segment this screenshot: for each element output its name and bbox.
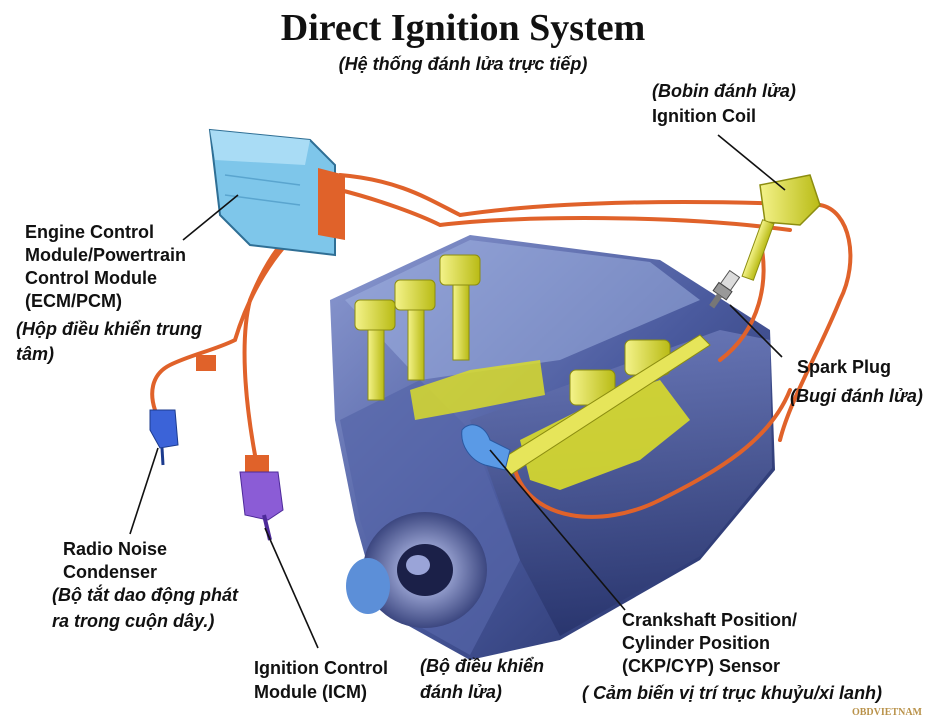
radio-noise-condenser-label-line-2: Condenser xyxy=(63,562,158,582)
ignition-coil-label: Ignition Coil xyxy=(652,106,756,126)
page-subtitle: (Hệ thống đánh lửa trực tiếp) xyxy=(338,54,588,74)
spark-plug-label-vi: (Bugi đánh lửa) xyxy=(790,386,923,406)
watermark: OBDVIETNAM xyxy=(851,707,922,718)
ecm-label-vi-line-2: tâm) xyxy=(16,344,55,364)
coil-pack-left-bank xyxy=(354,254,545,420)
icm-module-part xyxy=(239,455,284,541)
radio-noise-condenser-label-line-1: Radio Noise xyxy=(63,539,168,559)
ecm-module xyxy=(208,128,345,257)
ckp-sensor-label-line-2: Cylinder Position xyxy=(622,633,771,653)
page-title: Direct Ignition System xyxy=(280,7,646,49)
crank-pulley xyxy=(363,512,487,628)
oil-filter xyxy=(346,558,390,614)
radio-noise-condenser-label-vi-line-1: (Bộ tắt dao động phát xyxy=(52,585,238,605)
ecm-label-line-3: Control Module xyxy=(25,268,157,288)
radio-noise-condenser-part xyxy=(149,355,216,466)
icm-label-line-1: Ignition Control xyxy=(254,658,388,678)
ckp-sensor-label-line-1: Crankshaft Position/ xyxy=(622,610,798,630)
icm-label-vi-line-2: đánh lửa) xyxy=(420,682,502,702)
ecm-label-line-2: Module/Powertrain xyxy=(25,245,187,265)
icm-label-line-2: Module (ICM) xyxy=(254,682,367,702)
radio-noise-condenser-label-vi-line-2: ra trong cuộn dây.) xyxy=(52,611,215,631)
spark-plug-part xyxy=(709,269,741,309)
ckp-sensor-label-vi: ( Cảm biến vị trí trục khuỷu/xi lanh) xyxy=(582,683,883,703)
leader-lines xyxy=(129,134,786,649)
coil-pack-right-bank xyxy=(499,334,711,490)
spark-plug-label: Spark Plug xyxy=(797,357,892,377)
icm-label-vi-line-1: (Bộ điều khiển xyxy=(420,656,545,676)
ecm-label-line-1: Engine Control xyxy=(25,222,154,242)
ecm-label-line-4: (ECM/PCM) xyxy=(25,291,122,311)
ignition-coil-label-vi: (Bobin đánh lửa) xyxy=(652,81,796,101)
ignition-coil-part xyxy=(741,174,821,281)
ecm-label-vi-line-1: (Hộp điều khiển trung xyxy=(16,319,202,339)
ckp-sensor-label-line-3: (CKP/CYP) Sensor xyxy=(622,656,781,676)
